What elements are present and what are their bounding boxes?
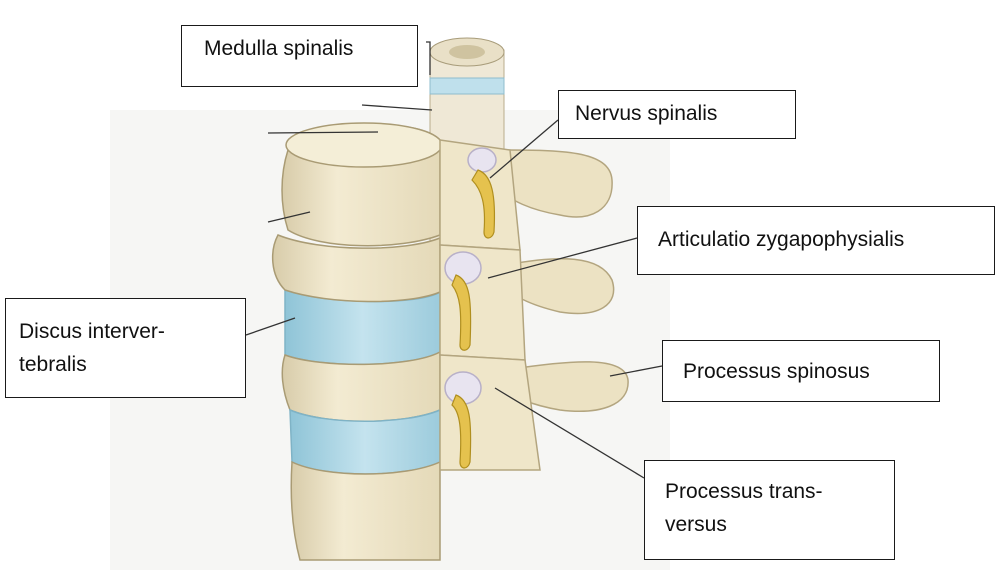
label-articulatio-text: Articulatio zygapophysialis bbox=[658, 223, 994, 256]
label-transversus-line1: Processus trans- bbox=[665, 475, 894, 508]
label-nervus-text: Nervus spinalis bbox=[575, 97, 795, 130]
label-discus-line1: Discus interver- bbox=[19, 315, 245, 348]
leader-medulla bbox=[426, 42, 430, 75]
leader-cord-top bbox=[362, 105, 432, 110]
label-nervus-spinalis: Nervus spinalis bbox=[558, 90, 796, 139]
label-processus-transversus: Processus trans- versus bbox=[644, 460, 895, 560]
label-discus-intervertebralis: Discus interver- tebralis bbox=[5, 298, 246, 398]
label-processus-spinosus: Processus spinosus bbox=[662, 340, 940, 402]
label-medulla-text: Medulla spinalis bbox=[204, 32, 417, 65]
vertebral-bodies bbox=[273, 123, 442, 560]
label-spinosus-text: Processus spinosus bbox=[683, 355, 939, 388]
label-transversus-line2: versus bbox=[665, 508, 894, 541]
label-discus-line2: tebralis bbox=[19, 348, 245, 381]
label-articulatio-zygapophysialis: Articulatio zygapophysialis bbox=[637, 206, 995, 275]
label-medulla-spinalis: Medulla spinalis bbox=[181, 25, 418, 87]
